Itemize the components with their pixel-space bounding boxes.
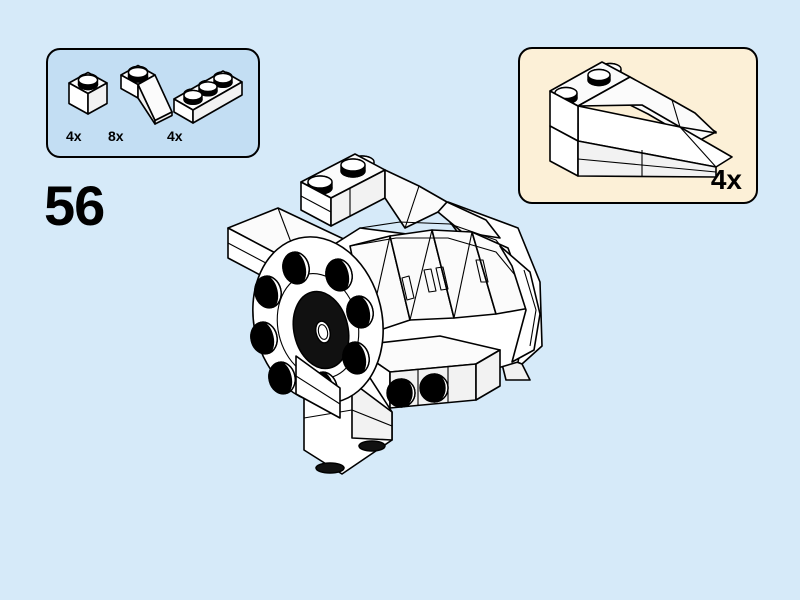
part-item-brick-1x1: [62, 70, 114, 128]
brick-1x3-icon: [173, 70, 243, 124]
step-number: 56: [44, 174, 105, 237]
slope-1x3-icon: [120, 64, 173, 125]
parts-row: 4x: [48, 50, 258, 156]
part-item-slope-1x3: [106, 62, 180, 132]
spaceship-engine-drawing: [227, 153, 543, 475]
main-model-assembly: [200, 150, 570, 495]
wedge-sub-assembly-drawing: [549, 61, 733, 178]
parts-inventory-box: 4x: [46, 48, 260, 158]
part-quantity-brick-1x3: 4x: [167, 128, 183, 144]
sub-assembly-callout-box: 4x: [518, 47, 758, 204]
part-quantity-slope-1x3: 8x: [108, 128, 124, 144]
brick-1x1-icon: [68, 71, 108, 115]
callout-quantity-label: 4x: [710, 164, 742, 195]
part-quantity-brick-1x1: 4x: [66, 128, 82, 144]
part-item-brick-1x3: [165, 68, 251, 130]
